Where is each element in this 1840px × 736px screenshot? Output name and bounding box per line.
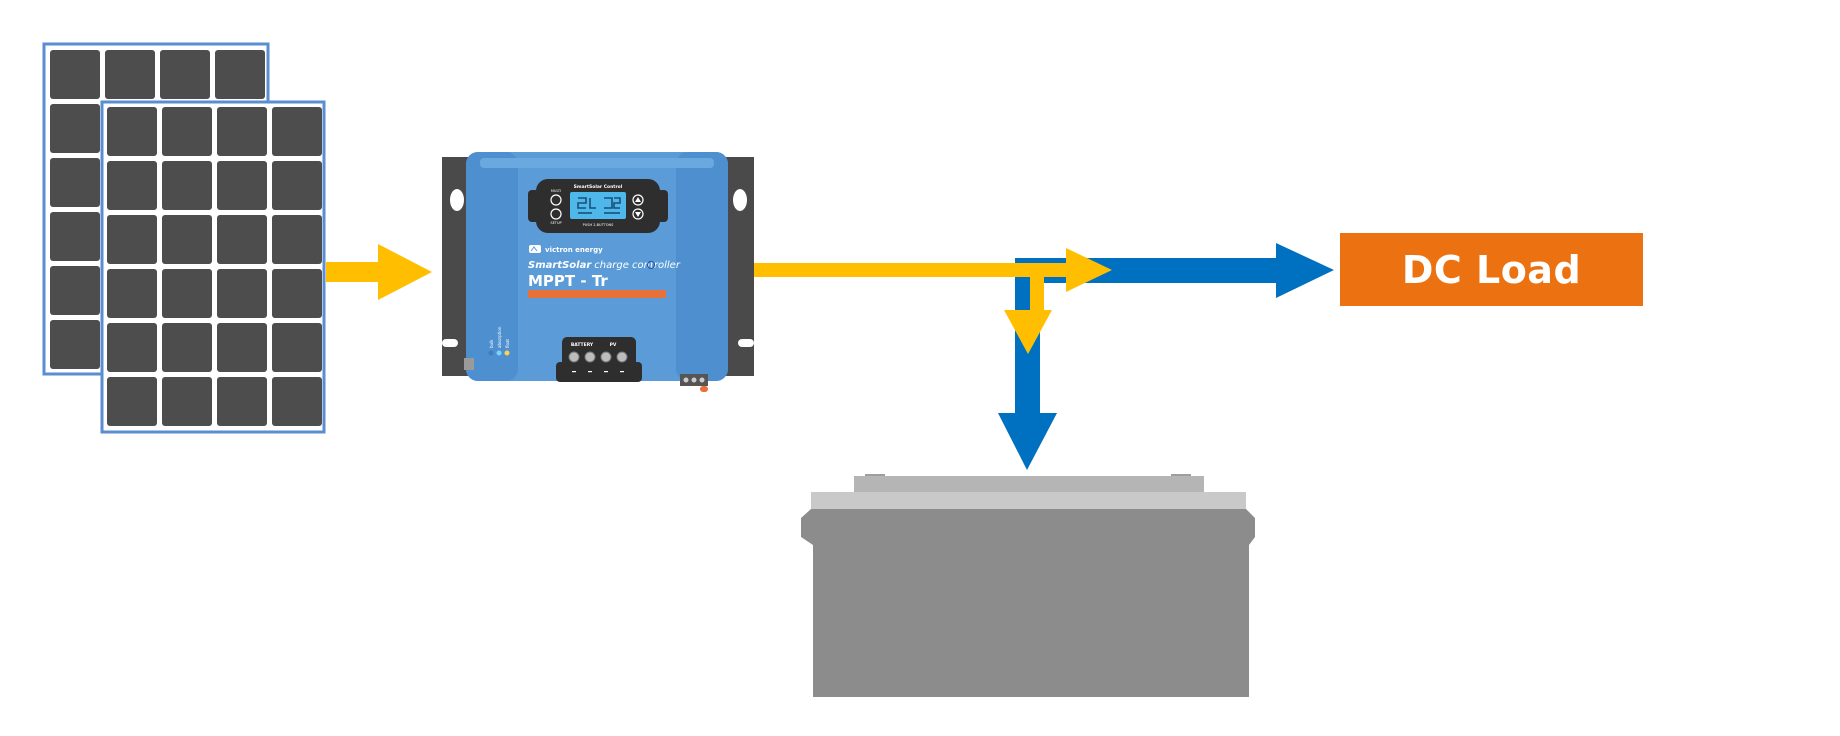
led-label-float: float (505, 339, 510, 348)
solar-cell (107, 107, 157, 156)
solar-cell (162, 107, 212, 156)
terminal-pv-label: PV (610, 342, 617, 348)
solar-cell (162, 323, 212, 372)
led-label-bulk: bulk (489, 339, 494, 348)
charge-controller-icon: SmartSolar Control PUSH 2-BUTTONS MULTI … (442, 152, 754, 392)
display-button-icon (550, 194, 562, 206)
solar-panel-icon (42, 42, 326, 434)
solar-cell (50, 104, 100, 153)
solar-flow-arrow (326, 244, 432, 300)
solar-cell (272, 215, 322, 264)
solar-cell (272, 323, 322, 372)
down-button-icon (632, 208, 644, 220)
solar-cell (217, 377, 267, 426)
up-button-icon (632, 194, 644, 206)
solar-cell (50, 266, 100, 315)
button-label-bottom: SETUP (550, 221, 561, 225)
solar-cell (217, 269, 267, 318)
solar-cell (50, 158, 100, 207)
solar-cell (217, 215, 267, 264)
product-line: SmartSolar (528, 260, 592, 271)
charge-flow-arrows (754, 248, 1112, 354)
solar-panel-front (100, 100, 326, 434)
dc-load-label: DC Load (1401, 247, 1582, 292)
solar-cell (272, 161, 322, 210)
button-label-top: MULTI (551, 189, 561, 193)
model-name: MPPT - Tr (528, 272, 608, 290)
model-stripe (528, 290, 666, 298)
solar-cell (50, 212, 100, 261)
display-title: SmartSolar Control (574, 184, 623, 190)
dc-flow-arrows (998, 243, 1334, 470)
solar-cell (107, 161, 157, 210)
terminal-battery-label: BATTERY (571, 342, 594, 348)
brand-name: victron energy (545, 246, 603, 254)
solar-cell (50, 320, 100, 369)
status-leds: bulk absorption float (488, 326, 510, 356)
solar-cell (162, 377, 212, 426)
solar-cell (105, 50, 155, 99)
controller-display: SmartSolar Control PUSH 2-BUTTONS MULTI … (528, 179, 668, 233)
solar-cell (217, 107, 267, 156)
display-button-icon (550, 208, 562, 220)
battery-icon (801, 474, 1255, 697)
solar-cell (272, 107, 322, 156)
solar-cell (162, 215, 212, 264)
bluetooth-icon (646, 260, 656, 270)
solar-cell (215, 50, 265, 99)
display-footer: PUSH 2-BUTTONS (583, 223, 615, 227)
product-suffix: charge controller (594, 260, 681, 271)
solar-cell (107, 269, 157, 318)
solar-cell (107, 323, 157, 372)
solar-cell (217, 161, 267, 210)
solar-cell (107, 377, 157, 426)
led-label-absorption: absorption (497, 326, 502, 348)
victron-logo-icon (529, 245, 541, 253)
solar-cell (107, 215, 157, 264)
solar-cell (162, 269, 212, 318)
solar-cell (50, 50, 100, 99)
solar-cell (217, 323, 267, 372)
solar-cell (162, 161, 212, 210)
terminal-block: BATTERY PV (556, 337, 642, 382)
solar-cell (160, 50, 210, 99)
dc-load-box: DC Load (1340, 233, 1643, 306)
solar-cell (272, 377, 322, 426)
solar-cell (272, 269, 322, 318)
